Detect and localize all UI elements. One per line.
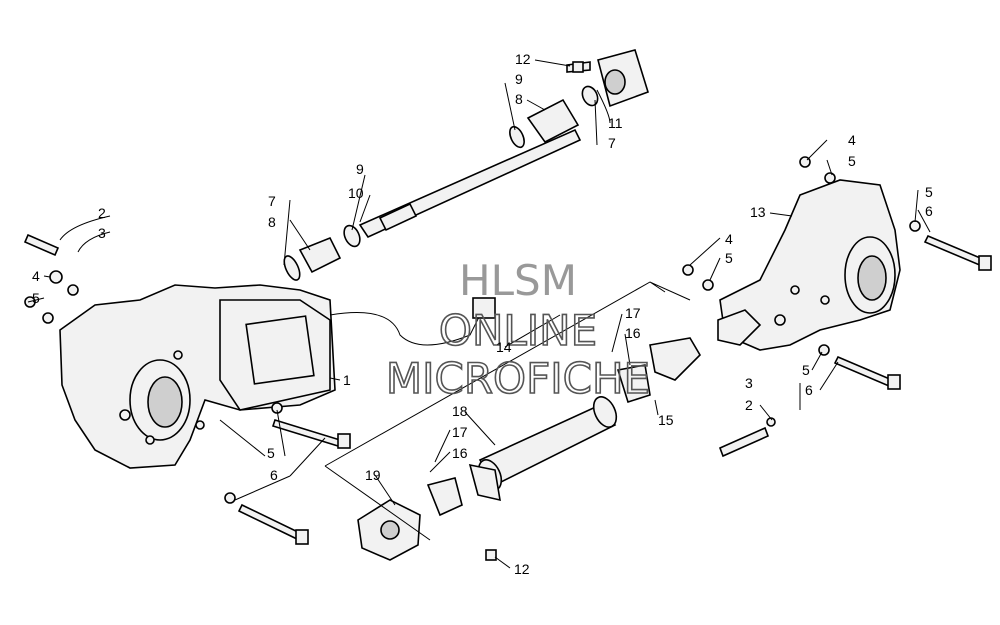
callout-5-rear-low: 5 (802, 362, 810, 378)
transmission-housing (59, 284, 496, 469)
watermark-line-2: ONLINE (439, 306, 597, 355)
watermark-line-3: MICROFICHE (386, 354, 650, 403)
leader-lines (27, 59, 931, 569)
watermark-line-1: HLSM (459, 256, 577, 305)
drive-shaft (358, 128, 582, 239)
callout-16-upper: 16 (625, 325, 641, 341)
callout-17-upper: 17 (625, 305, 641, 321)
u-joint-lower (426, 477, 463, 517)
callout-5-front: 5 (32, 290, 40, 306)
propeller-shaft (468, 337, 702, 502)
callout-9-front: 9 (356, 161, 364, 177)
callout-13: 13 (750, 204, 766, 220)
callout-15: 15 (658, 412, 674, 428)
callout-8-rear: 8 (515, 91, 523, 107)
callout-labels: 1 2 3 4 5 7 8 9 10 12 9 8 11 7 13 4 5 4 … (32, 51, 933, 577)
callout-4-rear-mid: 4 (725, 231, 733, 247)
callout-12-bottom: 12 (514, 561, 530, 577)
callout-19: 19 (365, 467, 381, 483)
rear-differential (717, 179, 901, 351)
callout-8-front: 8 (268, 214, 276, 230)
callout-9-rear: 9 (515, 71, 523, 87)
output-flange (357, 499, 421, 561)
callout-5-rear-mid: 5 (725, 250, 733, 266)
callout-17-lower: 17 (452, 424, 468, 440)
u-joint-upper (616, 364, 651, 404)
callout-16-lower: 16 (452, 445, 468, 461)
callout-3-front: 3 (98, 225, 106, 241)
callout-7-front: 7 (268, 193, 276, 209)
callout-6-rear-right: 6 (925, 203, 933, 219)
callout-14: 14 (496, 339, 512, 355)
callout-11: 11 (608, 115, 623, 131)
callout-5-rear-top: 5 (848, 153, 856, 169)
callout-18: 18 (452, 403, 468, 419)
front-seal-set (283, 224, 361, 281)
callout-4-rear-top: 4 (848, 132, 856, 148)
callout-5-front-low: 5 (267, 445, 275, 461)
watermark: HLSM ONLINE MICROFICHE (385, 256, 651, 404)
callout-2-front: 2 (98, 205, 106, 221)
assembly-outline (324, 281, 691, 541)
callout-7-rear: 7 (608, 135, 616, 151)
callout-1: 1 (343, 372, 351, 388)
callout-3-rear: 3 (745, 375, 753, 391)
callout-2-rear: 2 (745, 397, 753, 413)
callout-5-rear-right: 5 (925, 184, 933, 200)
rear-seal-set (509, 49, 649, 149)
callout-12-top: 12 (515, 51, 531, 67)
callout-10: 10 (348, 185, 364, 201)
callout-6-rear-low: 6 (805, 382, 813, 398)
callout-4-front: 4 (32, 268, 40, 284)
callout-6-front-low: 6 (270, 467, 278, 483)
